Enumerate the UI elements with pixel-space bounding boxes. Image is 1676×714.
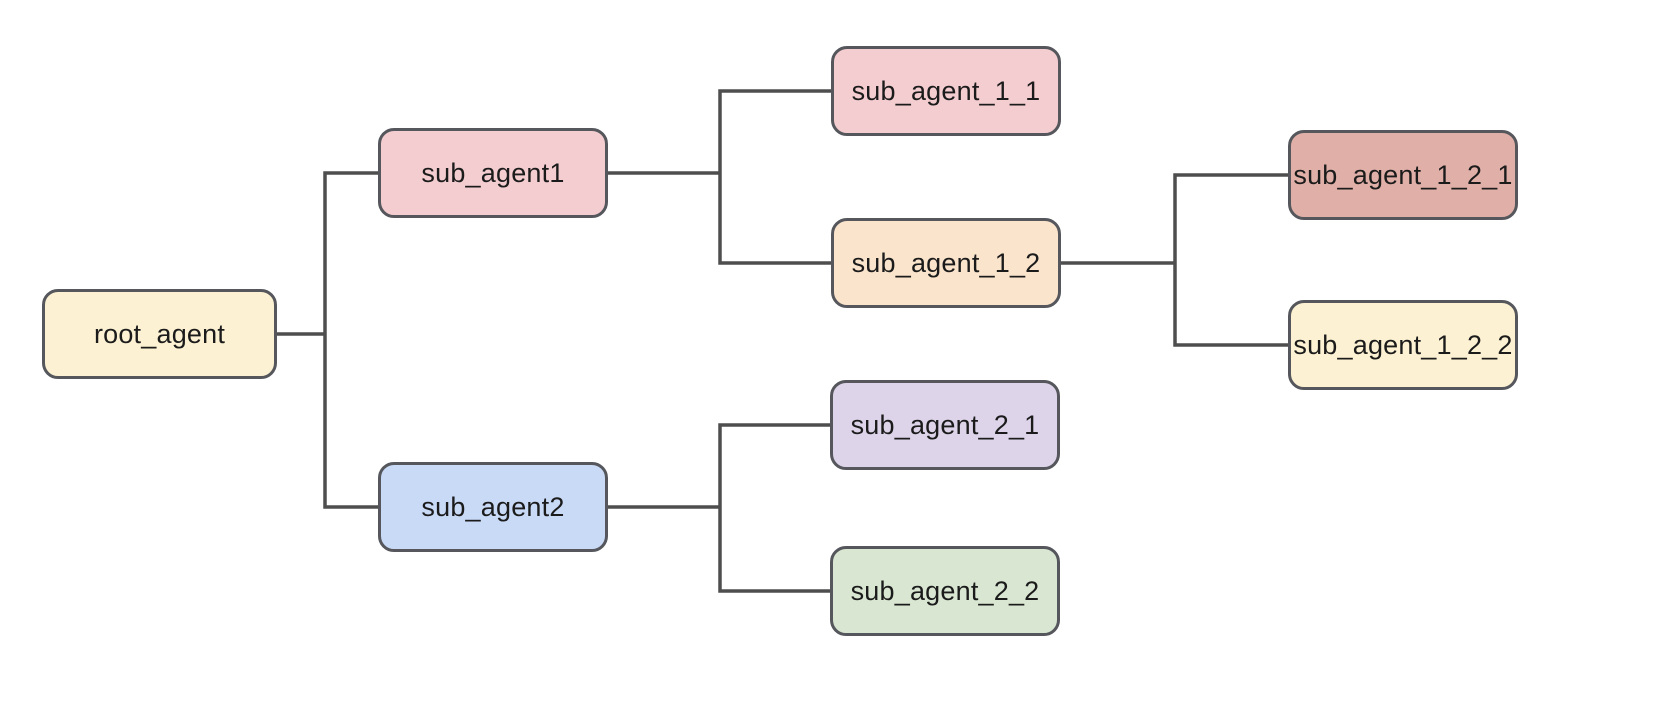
edge-sub-agent-1-2-to-children bbox=[1059, 173, 1290, 347]
node-sub-agent-1-2-2-label: sub_agent_1_2_2 bbox=[1293, 329, 1513, 360]
node-sub-agent-1-2-1: sub_agent_1_2_1 bbox=[1288, 130, 1518, 220]
node-sub-agent-1-2-1-label: sub_agent_1_2_1 bbox=[1293, 159, 1513, 190]
node-sub-agent2-label: sub_agent2 bbox=[421, 491, 565, 522]
node-sub-agent-2-1-label: sub_agent_2_1 bbox=[850, 409, 1040, 440]
node-root-agent-label: root_agent bbox=[93, 318, 226, 349]
edge-root-agent-to-children bbox=[275, 171, 380, 509]
node-sub-agent1-label: sub_agent1 bbox=[421, 157, 565, 188]
node-sub-agent-1-1: sub_agent_1_1 bbox=[831, 46, 1061, 136]
node-sub-agent2: sub_agent2 bbox=[378, 462, 608, 552]
node-sub-agent-2-2-label: sub_agent_2_2 bbox=[850, 575, 1040, 606]
edge-sub-agent1-to-children bbox=[606, 89, 833, 265]
node-root-agent: root_agent bbox=[42, 289, 277, 379]
node-sub-agent-2-2: sub_agent_2_2 bbox=[830, 546, 1060, 636]
node-sub-agent-1-2: sub_agent_1_2 bbox=[831, 218, 1061, 308]
node-sub-agent-1-2-2: sub_agent_1_2_2 bbox=[1288, 300, 1518, 390]
node-sub-agent1: sub_agent1 bbox=[378, 128, 608, 218]
node-sub-agent-2-1: sub_agent_2_1 bbox=[830, 380, 1060, 470]
node-sub-agent-1-1-label: sub_agent_1_1 bbox=[851, 75, 1041, 106]
node-sub-agent-1-2-label: sub_agent_1_2 bbox=[851, 247, 1041, 278]
edge-sub-agent2-to-children bbox=[606, 423, 832, 593]
